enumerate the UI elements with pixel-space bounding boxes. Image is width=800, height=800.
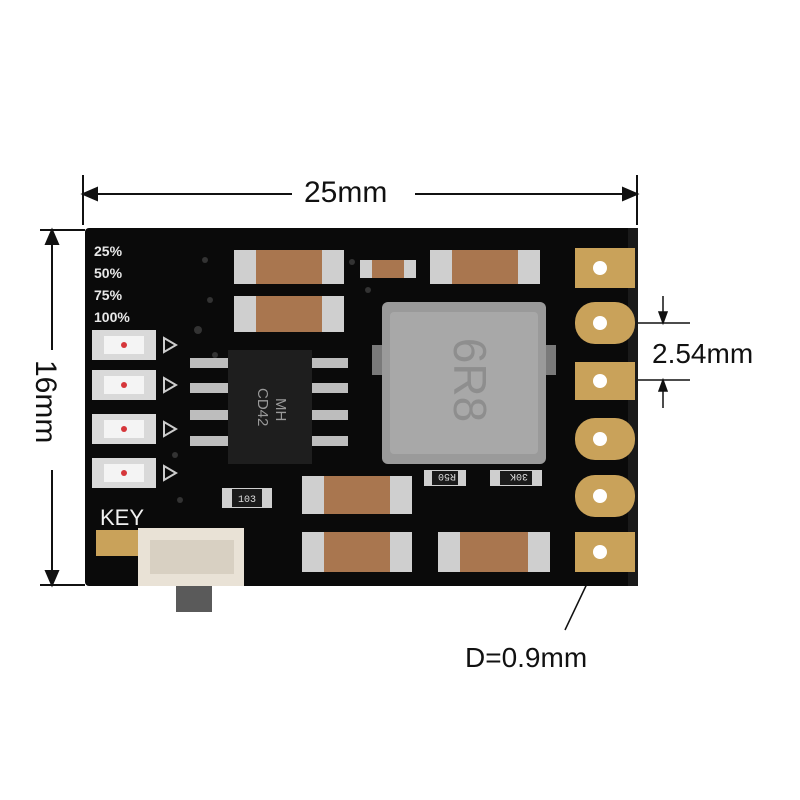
led-1 [92, 330, 178, 360]
height-dimension-line [40, 227, 85, 588]
hole-diameter-label: D=0.9mm [465, 642, 588, 673]
inductor-marking: 6R8 [444, 338, 496, 422]
pcb-edge [628, 228, 638, 586]
capacitor-small-top [360, 260, 416, 278]
capacitor-bottom-left [302, 532, 412, 572]
resistor-r50: R50 [438, 470, 456, 481]
capacitor-bottom-right [438, 532, 550, 572]
led-label-50: 50% [94, 265, 123, 281]
header-pads [575, 248, 635, 572]
key-label: KEY [100, 505, 144, 530]
key-button [96, 528, 244, 612]
inductor: 6R8 [372, 302, 556, 464]
capacitor-bottom-mid [302, 476, 412, 514]
capacitors [234, 250, 550, 572]
capacitor-top-left [234, 250, 344, 284]
status-leds [92, 330, 178, 488]
led-label-75: 75% [94, 287, 123, 303]
chip-text-line2: CD42 [254, 388, 271, 426]
pitch-dimension-label: 2.54mm [652, 338, 754, 369]
led-2 [92, 370, 178, 400]
led-label-100: 100% [94, 309, 130, 325]
led-3 [92, 414, 178, 444]
resistors: 103 R50 30K [222, 470, 542, 508]
vias [172, 257, 371, 503]
capacitor-top-right [430, 250, 540, 284]
chip-text-line1: MH [272, 398, 289, 421]
led-label-25: 25% [94, 243, 123, 259]
resistor-103: 103 [238, 495, 256, 506]
led-4 [92, 458, 178, 488]
ic-chip: MH CD42 [190, 350, 348, 464]
width-dimension-line [80, 175, 640, 225]
capacitor-mid-left [234, 296, 344, 332]
width-dimension-label: 25mm [304, 176, 388, 209]
resistor-30k: 30K [510, 470, 528, 481]
